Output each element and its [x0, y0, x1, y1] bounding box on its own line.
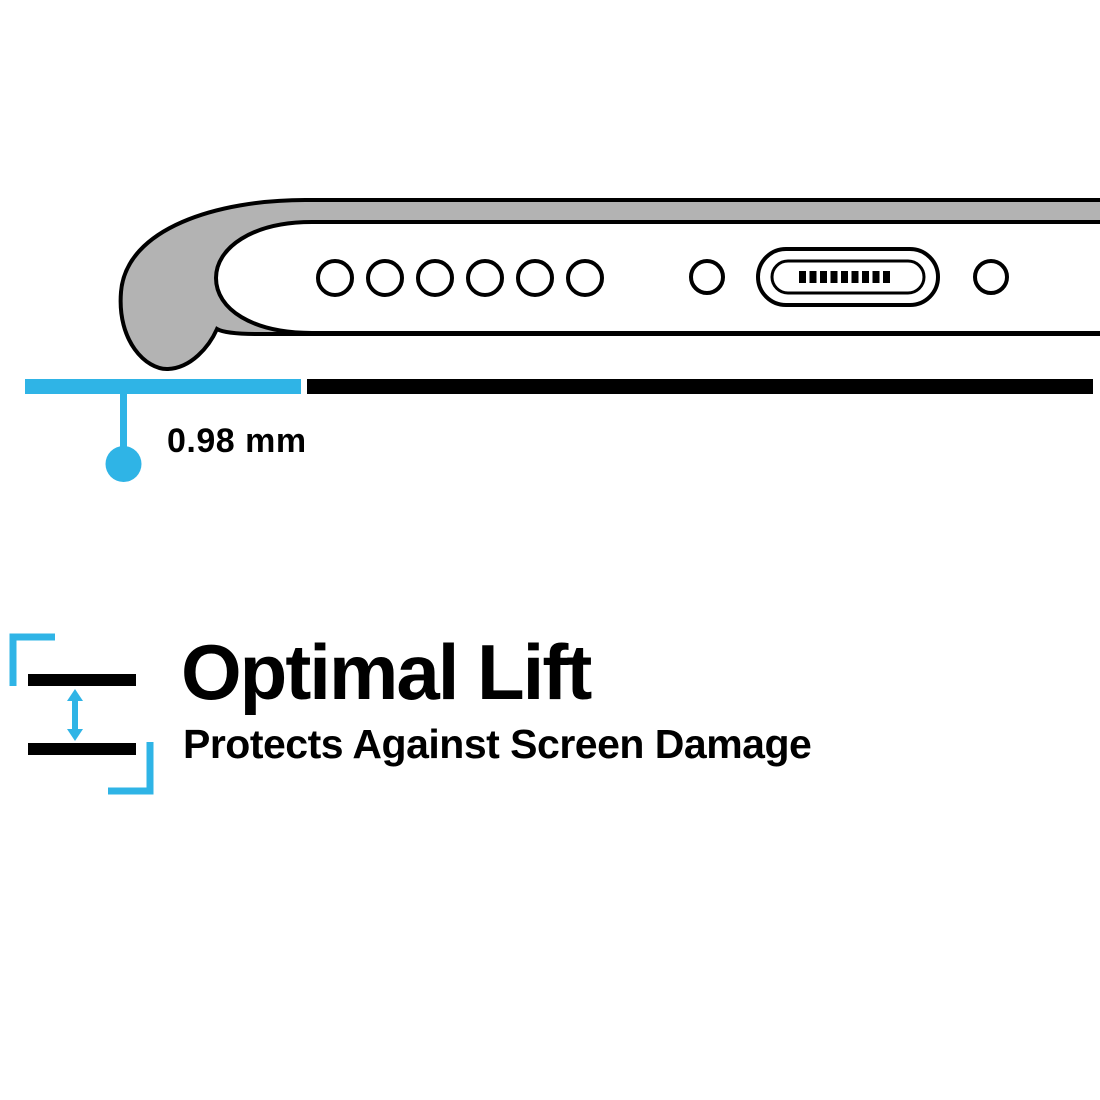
- measurement-bar-accent: [25, 379, 301, 394]
- feature-title: Optimal Lift: [181, 628, 592, 716]
- speaker-hole: [516, 259, 554, 297]
- speaker-hole: [466, 259, 504, 297]
- bracket-top-left-icon: [9, 633, 55, 686]
- speaker-holes: [316, 259, 604, 297]
- lift-bar-top: [28, 674, 136, 686]
- measurement-pointer-dot: [105, 446, 142, 482]
- speaker-hole: [316, 259, 354, 297]
- phone-bottom-edge: [118, 198, 1100, 372]
- charging-port-pins: [799, 271, 890, 283]
- measurement-label: 0.98 mm: [167, 422, 307, 460]
- speaker-hole: [566, 259, 604, 297]
- charging-port: [756, 247, 940, 307]
- speaker-hole: [416, 259, 454, 297]
- bracket-bottom-right-icon: [108, 742, 154, 795]
- lift-bar-bottom: [28, 743, 136, 755]
- measurement-bar-dark: [307, 379, 1093, 394]
- measurement-pointer-line: [120, 394, 127, 448]
- speaker-hole: [366, 259, 404, 297]
- screw-hole-left: [689, 259, 725, 295]
- lift-icon: [9, 633, 154, 795]
- screw-hole-right: [973, 259, 1009, 295]
- thickness-measurement: [25, 379, 1093, 482]
- feature-subtitle: Protects Against Screen Damage: [183, 721, 812, 767]
- lift-arrow-icon: [67, 689, 83, 741]
